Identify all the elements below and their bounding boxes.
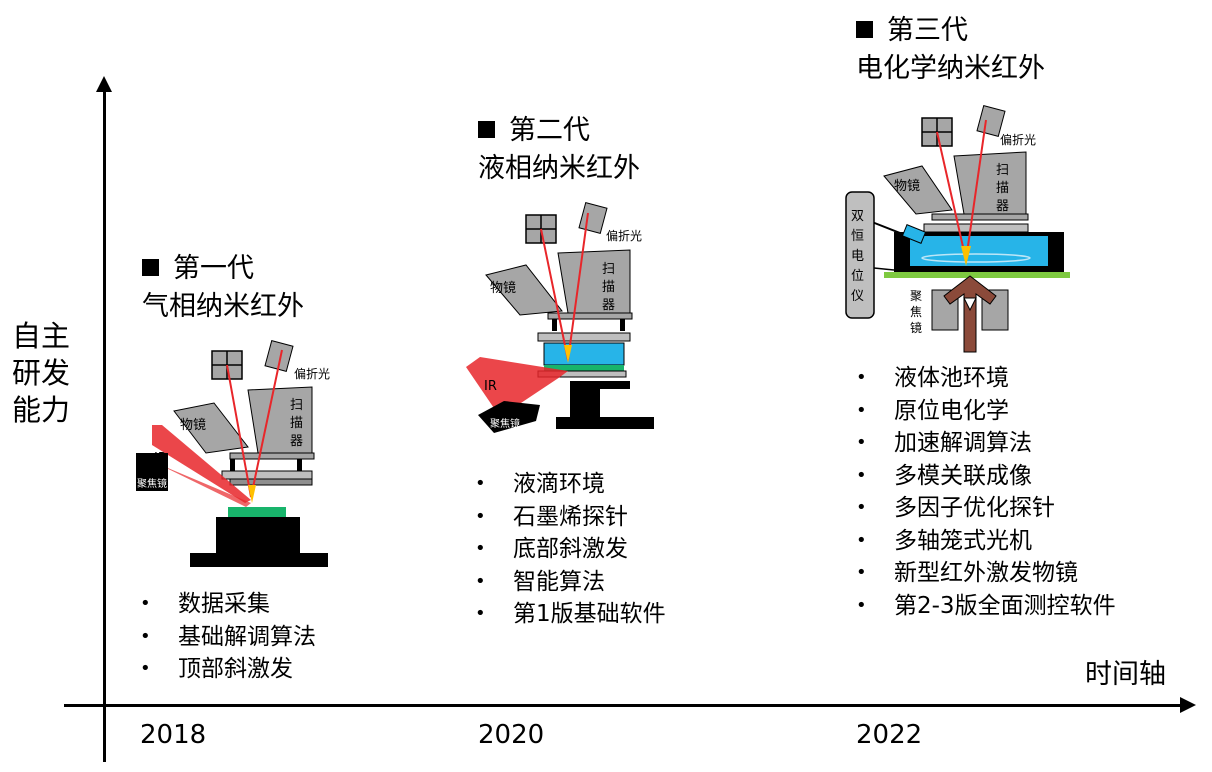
gen1-scanner-c2: 描 [290, 416, 303, 431]
polarizer-icon [976, 104, 1006, 138]
gen2-title: 第二代 [509, 115, 590, 146]
gen2-objective-label: 物镜 [490, 281, 516, 296]
gen2-scanner-c3: 器 [602, 298, 615, 313]
gen3-pot-c2: 恒 [851, 229, 864, 244]
list-item: 第2-3版全面测控软件 [856, 590, 1116, 623]
tip-icon [564, 345, 572, 363]
objective-icon [173, 402, 249, 454]
x-axis-arrow-icon [1180, 697, 1196, 713]
list-item: 多因子优化探针 [856, 492, 1116, 525]
scanner-icon [953, 151, 1027, 215]
y-axis-line [103, 88, 106, 762]
gen3-heading: 第三代 电化学纳米红外 [856, 12, 1045, 88]
objective-icon [883, 165, 953, 215]
gen2-focus-lens-label: 聚焦镜 [490, 417, 520, 430]
gen3-objective-label: 物镜 [894, 179, 920, 194]
y-axis-arrow-icon [96, 76, 112, 92]
focus-lens-icon [478, 401, 540, 433]
y-axis-label: 自主研发能力 [12, 319, 71, 427]
list-item: 数据采集 [140, 588, 316, 621]
polarizer-icon [264, 339, 294, 373]
ir-objective-icon [943, 275, 997, 353]
bullet-square-icon [142, 259, 159, 276]
scanner-icon [557, 249, 631, 314]
gen3-instrument-diagram: 偏折光 物镜 扫 描 器 双 恒 电 位 仪 聚 焦 镜 [845, 104, 1070, 353]
stage-icon [216, 517, 300, 557]
gen3-subtitle: 电化学纳米红外 [856, 53, 1045, 84]
gen2-scanner-c1: 扫 [602, 262, 615, 277]
gen2-scanner-c2: 描 [602, 280, 615, 295]
tip-icon [961, 246, 971, 266]
gen2-birefringence-label: 偏折光 [606, 228, 642, 243]
gen3-pot-c3: 电 [851, 249, 864, 264]
gen3-feature-list: 液体池环境 原位电化学 加速解调算法 多模关联成像 多因子优化探针 多轴笼式光机… [856, 362, 1116, 622]
list-item: 底部斜激发 [475, 533, 666, 566]
x-axis-label: 时间轴 [1085, 659, 1166, 690]
list-item: 智能算法 [475, 566, 666, 599]
polarizer-icon [578, 201, 608, 235]
gen2-instrument-diagram: 偏折光 物镜 扫 描 器 IR 聚焦镜 [466, 201, 654, 433]
sample-icon [544, 365, 624, 371]
list-item: 加速解调算法 [856, 427, 1116, 460]
gen1-heading: 第一代 气相纳米红外 [142, 250, 304, 326]
bullet-square-icon [478, 121, 495, 138]
potentiostat-box [845, 191, 875, 319]
gen3-pot-c4: 位 [851, 269, 864, 284]
gen3-focus-c1: 聚 [910, 289, 922, 303]
gen1-subtitle: 气相纳米红外 [142, 291, 304, 322]
list-item: 石墨烯探针 [475, 501, 666, 534]
list-item: 顶部斜激发 [140, 653, 316, 686]
gen2-heading: 第二代 液相纳米红外 [478, 112, 640, 188]
gen3-scanner-c2: 描 [996, 181, 1009, 196]
gen1-title: 第一代 [173, 253, 254, 284]
gen1-scanner-c1: 扫 [290, 398, 303, 413]
gen3-pot-c5: 仪 [851, 289, 864, 304]
year-label-2022: 2022 [856, 720, 923, 750]
list-item: 多模关联成像 [856, 460, 1116, 493]
gen3-birefringence-label: 偏折光 [1000, 132, 1036, 147]
gen1-focus-lens-label: 聚焦镜 [137, 477, 167, 490]
gen1-feature-list: 数据采集 基础解调算法 顶部斜激发 [140, 588, 316, 686]
gen3-focus-c2: 焦 [910, 305, 922, 319]
gen1-objective-label: 物镜 [180, 418, 206, 433]
tip-icon [248, 485, 256, 503]
gen3-focus-c3: 镜 [910, 320, 922, 335]
list-item: 原位电化学 [856, 395, 1116, 428]
focus-lens-icon [136, 453, 168, 491]
gen3-scanner-c3: 器 [996, 199, 1009, 214]
list-item: 第1版基础软件 [475, 598, 666, 631]
bullet-square-icon [856, 21, 873, 38]
gen3-pot-c1: 双 [851, 209, 864, 224]
list-item: 液滴环境 [475, 468, 666, 501]
year-label-2020: 2020 [478, 720, 545, 750]
gen2-feature-list: 液滴环境 石墨烯探针 底部斜激发 智能算法 第1版基础软件 [475, 468, 666, 631]
gen3-scanner-c1: 扫 [996, 163, 1009, 178]
gen2-ir-label: IR [484, 379, 497, 394]
gen1-birefringence-label: 偏折光 [294, 366, 330, 381]
list-item: 基础解调算法 [140, 621, 316, 654]
gen2-subtitle: 液相纳米红外 [478, 153, 640, 184]
list-item: 液体池环境 [856, 362, 1116, 395]
liquid-droplet-icon [543, 342, 625, 366]
list-item: 多轴笼式光机 [856, 525, 1116, 558]
gen1-scanner-c3: 器 [290, 434, 303, 449]
x-axis-line [64, 704, 1182, 707]
objective-icon [485, 264, 563, 316]
gen1-instrument-diagram: 偏折光 物镜 扫 描 器 IR 聚焦镜 [136, 339, 330, 567]
year-label-2018: 2018 [140, 720, 207, 750]
list-item: 新型红外激发物镜 [856, 557, 1116, 590]
sample-icon [228, 507, 286, 517]
sample-icon [884, 272, 1070, 278]
gen3-title: 第三代 [887, 15, 968, 46]
